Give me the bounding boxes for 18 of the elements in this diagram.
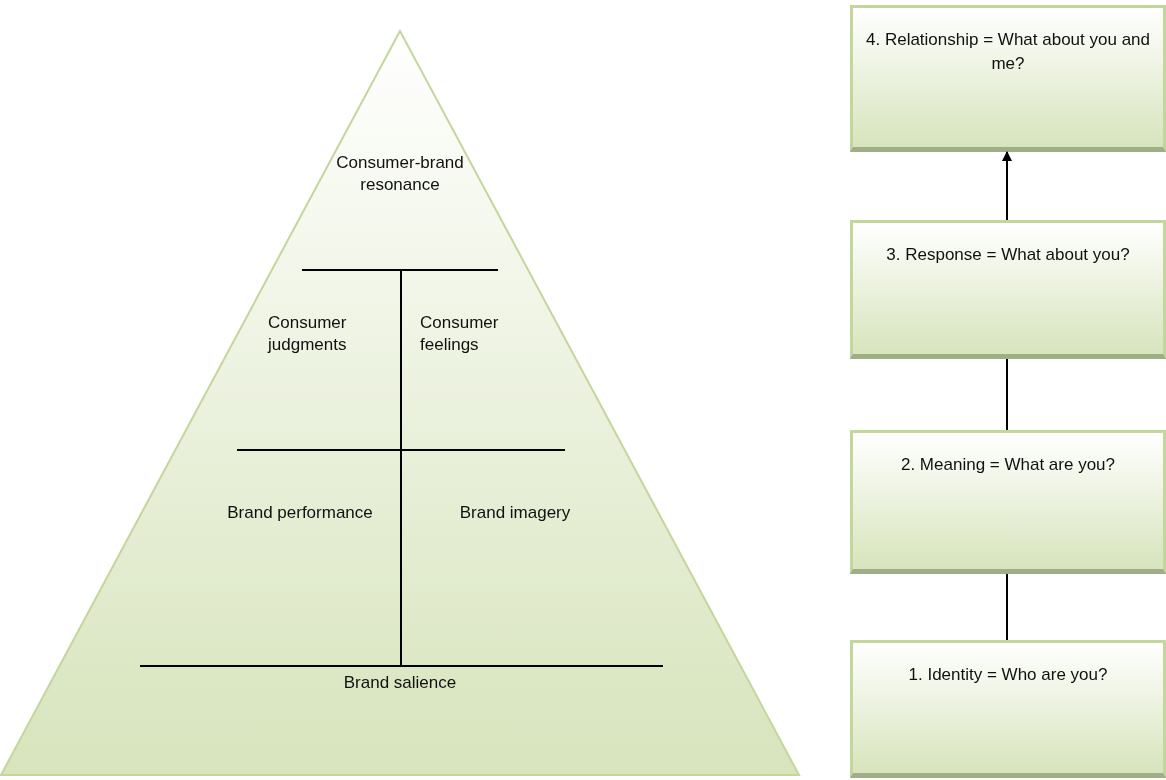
pyramid-level-label: Consumer feelings: [420, 312, 530, 357]
pyramid-level-label: Brand performance: [215, 502, 385, 525]
stage-text: 3. Response = What about you?: [885, 244, 1131, 266]
stage-text: 1. Identity = Who are you?: [907, 664, 1109, 686]
stage-text: 2. Meaning = What are you?: [899, 454, 1116, 476]
pyramid-level-label: Consumer-brand resonance: [300, 152, 500, 197]
pyramid-shape: [0, 30, 800, 776]
stage-box: [850, 5, 1166, 152]
arrow: [1002, 151, 1012, 221]
stage-box: [850, 220, 1166, 359]
connector-line: [1006, 573, 1008, 641]
stage-box: [850, 430, 1166, 574]
stage-text: 4. Relationship = What about you and me?: [865, 29, 1151, 75]
pyramid-level-label: Consumer judgments: [268, 312, 378, 357]
connector-line: [1006, 358, 1008, 431]
stage-box: [850, 640, 1166, 778]
pyramid-level-label: Brand imagery: [450, 502, 580, 525]
pyramid-level-label: Brand salience: [300, 672, 500, 695]
